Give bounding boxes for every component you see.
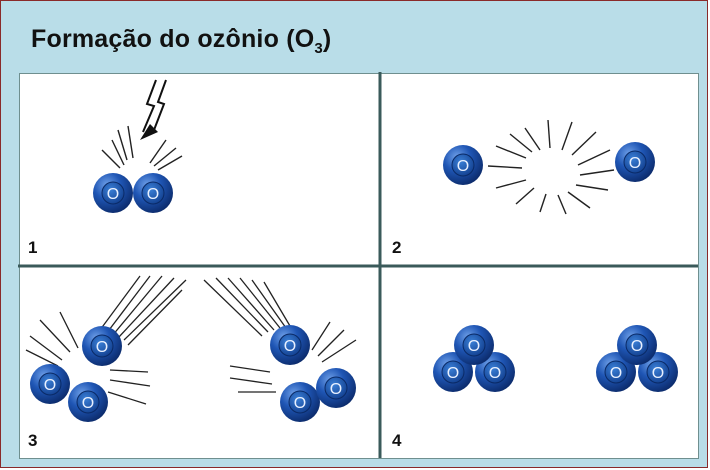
oxygen-atom: O: [596, 352, 636, 392]
atom-label: O: [447, 365, 459, 382]
atom-core: [451, 153, 475, 177]
atom-label: O: [610, 365, 622, 382]
atom-core: [101, 181, 125, 205]
atom-core: [623, 150, 647, 174]
oxygen-atom-right: O: [615, 142, 655, 182]
atom-core: [141, 181, 165, 205]
arrow-head: [140, 124, 158, 140]
impact-lines-1: [101, 125, 183, 171]
oxygen-atom: O: [433, 352, 473, 392]
o2-molecule-3a: O O: [30, 364, 108, 422]
oxygen-atom: O: [280, 382, 320, 422]
atom-label: O: [489, 365, 501, 382]
atom-core: [324, 376, 348, 400]
atom-label: O: [96, 339, 108, 356]
oxygen-atom: O: [93, 173, 133, 213]
oxygen-atom: O: [133, 173, 173, 213]
atom-label: O: [147, 186, 159, 203]
panel-3: O O O O O O 3: [25, 275, 357, 450]
atom-label: O: [82, 395, 94, 412]
atom-3b: O: [270, 325, 310, 365]
oxygen-atom: O: [68, 382, 108, 422]
atom-core: [646, 360, 670, 384]
atom-label: O: [294, 395, 306, 412]
atom-label: O: [631, 338, 643, 355]
atom-label: O: [284, 338, 296, 355]
atom-label: O: [107, 186, 119, 203]
atom-core: [483, 360, 507, 384]
atom-core: [288, 390, 312, 414]
atom-core: [462, 333, 486, 357]
panel-1: O O 1: [28, 79, 183, 257]
panel-number-1: 1: [28, 238, 37, 257]
atom-core: [625, 333, 649, 357]
oxygen-atom: O: [475, 352, 515, 392]
approach-lines-right: [203, 277, 357, 393]
atom-label: O: [330, 381, 342, 398]
atom-core: [278, 333, 302, 357]
panel-number-3: 3: [28, 431, 37, 450]
o2-molecule-3b: O O: [280, 368, 356, 422]
approach-lines-left: [25, 275, 187, 405]
atom-label: O: [652, 365, 664, 382]
atom-core: [76, 390, 100, 414]
atom-label: O: [468, 338, 480, 355]
panel-2: O O 2: [392, 119, 655, 257]
o2-molecule: O O: [93, 173, 173, 213]
oxygen-atom: O: [617, 325, 657, 365]
atom-3a: O: [82, 326, 122, 366]
oxygen-atom: O: [638, 352, 678, 392]
panel-number-2: 2: [392, 238, 401, 257]
atom-core: [90, 334, 114, 358]
atom-label: O: [44, 377, 56, 394]
panel-4: O O O O O O 4: [392, 325, 678, 450]
atom-core: [38, 372, 62, 396]
oxygen-atom-left: O: [443, 145, 483, 185]
diagram-title: Formação do ozônio (O3): [31, 25, 332, 57]
atom-core: [441, 360, 465, 384]
split-burst: [487, 119, 615, 215]
oxygen-atom: O: [30, 364, 70, 404]
oxygen-atom: O: [316, 368, 356, 408]
atom-label: O: [457, 158, 469, 175]
ozone-molecule-2: O O O: [596, 325, 678, 392]
atom-core: [604, 360, 628, 384]
ozone-molecule-1: O O O: [433, 325, 515, 392]
oxygen-atom: O: [454, 325, 494, 365]
panel-number-4: 4: [392, 431, 402, 450]
incoming-radiation: [142, 79, 167, 133]
atom-label: O: [629, 155, 641, 172]
